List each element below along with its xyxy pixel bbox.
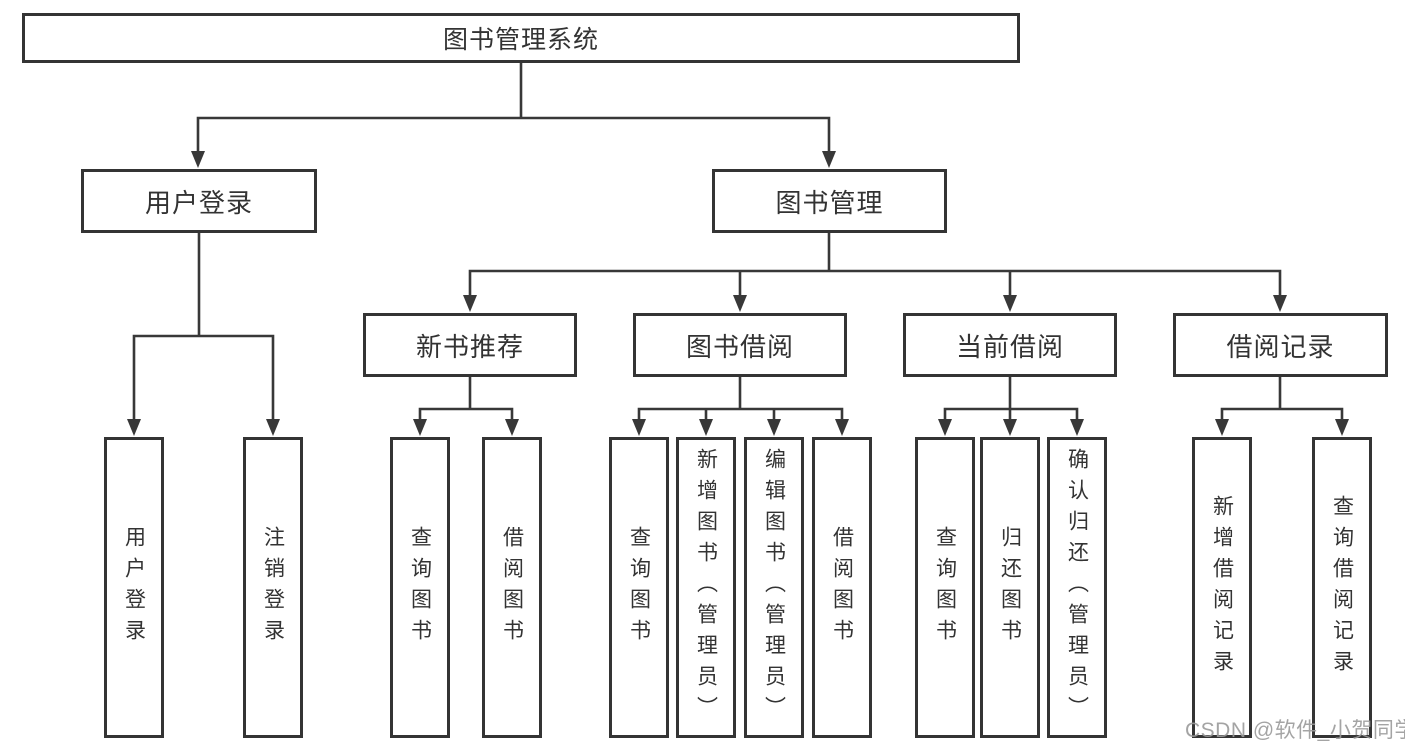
leaf-label: 查询图书 (933, 525, 957, 650)
leaf-query-borrow-record: 查询借阅记录 (1312, 437, 1372, 738)
leaf-label: 编辑图书（管理员） (762, 448, 786, 727)
leaf-query-books: 查询图书 (390, 437, 450, 738)
leaf-query-books-2: 查询图书 (609, 437, 669, 738)
leaf-add-borrow-record: 新增借阅记录 (1192, 437, 1252, 738)
leaf-label: 注销登录 (261, 525, 285, 650)
leaf-label: 确认归还（管理员） (1065, 448, 1089, 727)
leaf-add-books-admin: 新增图书（管理员） (676, 437, 736, 738)
leaf-label: 用户登录 (122, 525, 146, 650)
node-new-book-recommend: 新书推荐 (363, 313, 577, 377)
csdn-watermark: CSDN @软件_小贺同学 (1185, 719, 1405, 742)
leaf-label: 新增借阅记录 (1210, 494, 1234, 681)
node-user-login: 用户登录 (81, 169, 317, 233)
node-borrowing-records: 借阅记录 (1173, 313, 1388, 377)
leaf-label: 查询图书 (627, 525, 651, 650)
leaf-label: 归还图书 (998, 525, 1022, 650)
node-current-borrowing: 当前借阅 (903, 313, 1117, 377)
leaf-edit-books-admin: 编辑图书（管理员） (744, 437, 804, 738)
leaf-label: 查询图书 (408, 525, 432, 650)
leaf-label: 查询借阅记录 (1330, 494, 1354, 681)
leaf-confirm-return-admin: 确认归还（管理员） (1047, 437, 1107, 738)
leaf-borrow-books-2: 借阅图书 (812, 437, 872, 738)
leaf-label: 借阅图书 (830, 525, 854, 650)
leaf-query-books-3: 查询图书 (915, 437, 975, 738)
node-label: 用户登录 (144, 187, 253, 218)
node-label: 图书管理系统 (442, 26, 599, 54)
node-book-borrowing: 图书借阅 (633, 313, 847, 377)
leaf-return-books: 归还图书 (980, 437, 1040, 738)
node-label: 当前借阅 (955, 331, 1064, 362)
leaf-user-login: 用户登录 (104, 437, 164, 738)
leaf-label: 新增图书（管理员） (694, 448, 718, 727)
node-label: 新书推荐 (415, 331, 524, 362)
node-book-management: 图书管理 (712, 169, 947, 233)
node-label: 图书管理 (775, 187, 884, 218)
node-label: 图书借阅 (685, 331, 794, 362)
node-label: 借阅记录 (1226, 331, 1335, 362)
leaf-label: 借阅图书 (500, 525, 524, 650)
leaf-logout: 注销登录 (243, 437, 303, 738)
node-system-root: 图书管理系统 (22, 13, 1020, 63)
leaf-borrow-books: 借阅图书 (482, 437, 542, 738)
